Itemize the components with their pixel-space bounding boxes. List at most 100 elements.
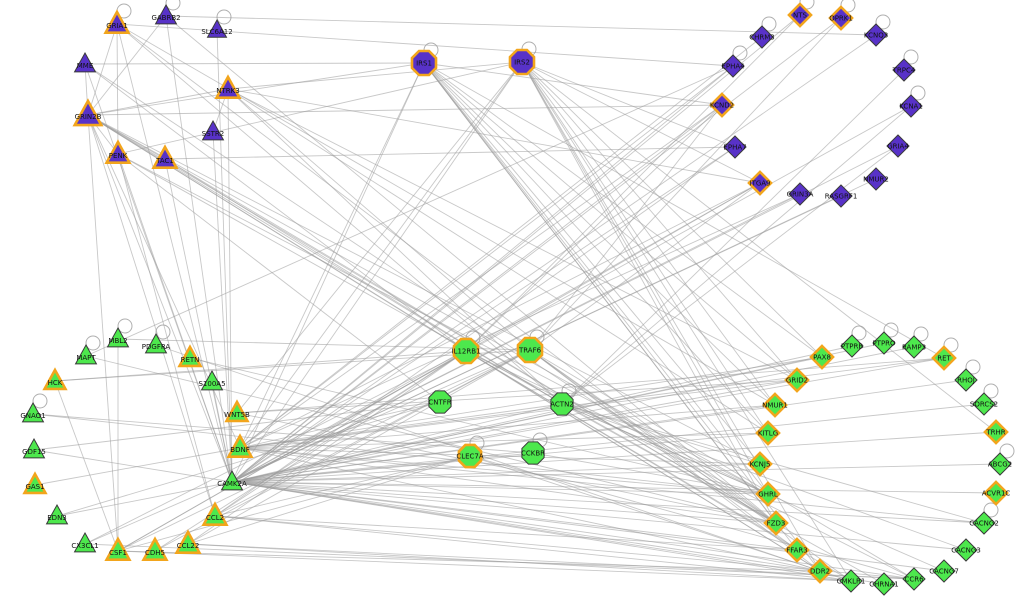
graph-node-CLEC7A[interactable]: CLEC7A [456,443,484,469]
graph-node-RAMP3[interactable]: RAMP3 [902,335,926,359]
graph-node-SORCS2[interactable]: SORCS2 [970,392,998,416]
diamond-shape [839,569,863,593]
graph-node-GRIA1[interactable]: GRIA1 [103,9,131,34]
octagon-shape [428,390,452,414]
graph-node-IL12RB1[interactable]: IL12RB1 [452,337,481,365]
graph-node-MAPT[interactable]: MAPT [74,343,98,365]
self-loop-EPHA4 [732,45,748,61]
graph-node-FZD3[interactable]: FZD3 [763,510,789,536]
graph-node-TRAF6[interactable]: TRAF6 [516,336,544,364]
graph-node-ITGA9[interactable]: ITGA9 [747,170,773,196]
edge-CCL2-FFAR3 [214,515,798,551]
graph-node-GABRB2[interactable]: GABRB2 [151,3,181,25]
edge-CNTFR-EDN3 [56,401,441,517]
graph-node-CX3CL1[interactable]: CX3CL1 [71,531,99,553]
edge-GRIN2B-BDNF [87,114,241,449]
graph-node-PDGFRA[interactable]: PDGFRA [142,332,171,354]
edge-CAMK2A-ABCG2 [231,463,1001,483]
graph-node-KCNA1[interactable]: KCNA1 [899,94,923,118]
graph-node-GRIA4[interactable]: GRIA4 [886,134,910,158]
self-loop-CHRM3 [761,16,777,32]
graph-node-CNTFR[interactable]: CNTFR [428,390,452,414]
edge-TRAF6-CX3CL1 [84,349,531,545]
edge-IRS1-RET [423,62,945,359]
edge-SLC6A12-CAMK2A [216,29,233,483]
edge-CAMK2A-RHOJ [231,379,967,483]
edge-IRS2-TRHR [521,61,997,433]
edge-IRS1-KITLG [423,62,769,434]
graph-node-RHOJ[interactable]: RHOJ [954,368,978,392]
graph-node-MME[interactable]: MME [73,51,97,73]
edge-NTRK3-IRS2 [227,61,523,90]
graph-node-IRS2[interactable]: IRS2 [508,48,536,76]
graph-node-GDF15[interactable]: GDF15 [22,437,46,459]
graph-node-OPRK1[interactable]: OPRK1 [828,5,854,31]
graph-node-CACNG3[interactable]: CACNG3 [951,538,981,562]
graph-node-CDH5[interactable]: CDH5 [141,536,169,561]
edge-CCL2-CCR6 [214,515,915,580]
edge-GRIN2B-CCL2 [87,114,216,517]
triangle-shape [226,433,254,458]
graph-node-RET[interactable]: RET [931,345,957,371]
edge-WNT5B-RET [236,357,945,414]
graph-node-TRPC4[interactable]: TRPC4 [892,58,916,82]
diamond-shape [784,367,810,393]
self-loop-KCNA1 [910,85,926,101]
self-loop-TRPC4 [903,49,919,65]
edge-BDNF-RET [239,357,945,449]
graph-node-MBL2[interactable]: MBL2 [106,326,130,348]
triangle-shape [200,369,224,391]
graph-node-GRIN3A[interactable]: GRIN3A [787,182,814,206]
graph-node-GRID2[interactable]: GRID2 [784,367,810,393]
graph-node-S100A5[interactable]: S100A5 [198,369,226,391]
diamond-shape [840,334,864,358]
graph-node-RASGRF1[interactable]: RASGRF1 [825,184,858,208]
graph-node-NMUR1[interactable]: NMUR1 [762,392,788,418]
edge-GABRB2-CAMK2A [165,15,233,483]
edge-NTRK3-ITGA9 [227,88,761,184]
graph-node-KCNJ5[interactable]: KCNJ5 [747,451,773,477]
graph-node-CSF1[interactable]: CSF1 [104,536,132,561]
graph-node-GNAO1[interactable]: GNAO1 [20,401,46,423]
graph-node-KCNQ3[interactable]: KCNQ3 [864,23,888,47]
diamond-shape [954,368,978,392]
triangle-shape [72,98,104,127]
graph-node-ACVR1C[interactable]: ACVR1C [982,480,1011,506]
diamond-shape [954,538,978,562]
edge-MAPT-FZD3 [85,355,777,524]
graph-node-CACNG7[interactable]: CACNG7 [929,559,959,583]
graph-node-NMUR2[interactable]: NMUR2 [863,167,889,191]
edge-CAMK2A-DDR2 [231,481,821,572]
graph-node-NTRK3[interactable]: NTRK3 [214,74,242,99]
diamond-shape [902,335,926,359]
octagon-shape [508,48,536,76]
edge-S100A5-CAMK2A [211,381,233,483]
graph-node-HCK[interactable]: HCK [42,367,68,391]
edge-CCL2-CMKLR1 [214,515,852,582]
edge-CAMK2A-KCNJ5 [231,463,761,483]
edge-GRIA1-FZD3 [116,23,777,524]
graph-node-ABCG2[interactable]: ABCG2 [988,452,1012,476]
graph-node-IRS1[interactable]: IRS1 [410,49,438,77]
edges-layer [32,14,1001,585]
graph-node-PTPRB[interactable]: PTPRB [840,334,864,358]
diamond-shape [763,510,789,536]
graph-node-CACNG2[interactable]: CACNG2 [969,511,999,535]
edge-PENK-CAMK2A [117,153,233,483]
edge-IRS2-GRID2 [521,61,798,381]
edge-IRS2-NMUR1 [521,61,776,406]
diamond-shape [755,481,781,507]
graph-node-FFAR3[interactable]: FFAR3 [784,537,810,563]
graph-node-TRHR[interactable]: TRHR [983,419,1009,445]
edge-IRS2-CAMK2A [231,61,523,483]
edge-GRIA1-ACTN2 [116,23,563,405]
octagon-shape [550,392,574,416]
edge-IRS2-GHRL [521,61,769,495]
diamond-shape [787,2,813,28]
edge-TRAF6-HCK [54,349,531,382]
triangle-shape [103,9,131,34]
graph-node-CCKBR[interactable]: CCKBR [521,441,545,465]
graph-node-CCR6[interactable]: CCR6 [902,567,926,591]
graph-node-ACTN2[interactable]: ACTN2 [550,392,574,416]
edge-CCL22-CCR6 [187,543,915,580]
